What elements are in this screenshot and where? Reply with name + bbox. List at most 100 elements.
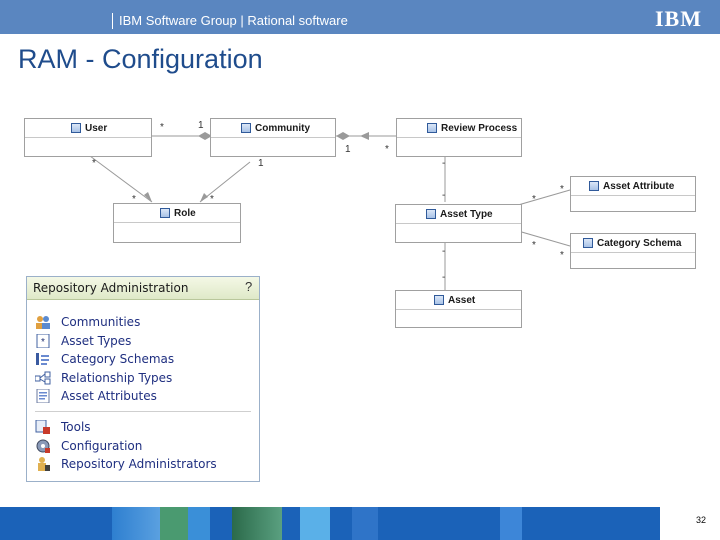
- footer-photo-tile: [500, 507, 522, 540]
- class-role-label: Role: [174, 207, 196, 219]
- multiplicity-label: *: [532, 194, 536, 205]
- class-role[interactable]: Role: [113, 203, 241, 243]
- footer-photo-tile: [160, 507, 188, 540]
- admin-link-label: Relationship Types: [61, 370, 173, 385]
- role-arrow-right: [200, 193, 208, 202]
- admin-link-asset-attributes[interactable]: Asset Attributes: [35, 387, 174, 406]
- page-title: RAM - Configuration: [18, 44, 263, 74]
- class-divider: [571, 252, 695, 253]
- class-divider: [25, 137, 151, 138]
- multiplicity-label: -: [442, 246, 446, 257]
- panel-divider: [35, 411, 251, 412]
- class-community[interactable]: Community: [210, 118, 336, 157]
- multiplicity-label: -: [442, 158, 446, 169]
- class-icon: [71, 123, 81, 133]
- footer-photo-tile: [300, 507, 330, 540]
- multiplicity-label: -: [442, 190, 446, 201]
- class-review-header: Review Process: [397, 119, 521, 137]
- admin-link-label: Asset Types: [61, 333, 132, 348]
- footer-photo-tile: [352, 507, 378, 540]
- class-asset-label: Asset: [448, 294, 476, 306]
- admin-link-asset-types[interactable]: * Asset Types: [35, 332, 174, 351]
- class-category-schema-label: Category Schema: [597, 237, 682, 249]
- class-icon: [427, 123, 437, 133]
- admin-link-category-schemas[interactable]: Category Schemas: [35, 350, 174, 369]
- user-role-link: [89, 155, 153, 203]
- multiplicity-label: *: [560, 184, 564, 195]
- multiplicity-label: *: [385, 144, 389, 155]
- configuration-icon: [36, 439, 50, 453]
- admin-link-tools[interactable]: Tools: [35, 418, 217, 437]
- multiplicity-label: *: [560, 250, 564, 261]
- user-community-diamond: [198, 132, 212, 140]
- class-asset-type-header: Asset Type: [396, 205, 521, 223]
- class-category-schema[interactable]: Category Schema: [570, 233, 696, 269]
- footer-photo-tile: [112, 507, 160, 540]
- class-icon: [434, 295, 444, 305]
- multiplicity-label: *: [160, 122, 164, 133]
- class-asset[interactable]: Asset: [395, 290, 522, 328]
- multiplicity-label: 1: [345, 144, 351, 155]
- multiplicity-label: *: [132, 194, 136, 205]
- class-category-schema-header: Category Schema: [571, 234, 695, 252]
- repository-administrators-icon: [38, 457, 50, 472]
- multiplicity-label: *: [92, 158, 96, 169]
- admin-link-label: Repository Administrators: [61, 457, 217, 472]
- review-arrowhead: [360, 132, 369, 140]
- multiplicity-label: *: [532, 240, 536, 251]
- class-asset-type-label: Asset Type: [440, 208, 493, 220]
- admin-link-relationship-types[interactable]: Relationship Types: [35, 369, 174, 388]
- admin-link-label: Asset Attributes: [61, 389, 157, 404]
- svg-text:*: *: [41, 337, 45, 348]
- panel-header: Repository Administration ?: [27, 277, 259, 300]
- uml-diagram: User Community Review Process Role Asset…: [0, 100, 720, 340]
- class-divider: [571, 195, 695, 196]
- class-user-label: User: [85, 122, 108, 134]
- class-asset-attribute[interactable]: Asset Attribute: [570, 176, 696, 212]
- class-community-label: Community: [255, 122, 310, 134]
- class-asset-type[interactable]: Asset Type: [395, 204, 522, 243]
- page-number: 32: [696, 515, 707, 525]
- panel-title: Repository Administration: [33, 281, 189, 295]
- class-user-header: User: [25, 119, 151, 137]
- class-icon: [426, 209, 436, 219]
- class-divider: [396, 309, 521, 310]
- class-divider: [396, 223, 521, 224]
- class-user[interactable]: User: [24, 118, 152, 157]
- class-review-process[interactable]: Review Process: [396, 118, 522, 157]
- class-icon: [241, 123, 251, 133]
- class-asset-attribute-label: Asset Attribute: [603, 180, 675, 192]
- help-button[interactable]: ?: [245, 279, 253, 294]
- header-group-text: IBM Software Group | Rational software: [119, 13, 348, 28]
- admin-link-label: Category Schemas: [61, 352, 175, 367]
- class-icon: [583, 238, 593, 248]
- communities-icon: [36, 316, 50, 330]
- footer-photo-tile: [232, 507, 282, 540]
- admin-link-label: Communities: [61, 315, 141, 330]
- class-icon: [160, 208, 170, 218]
- class-divider: [397, 137, 521, 138]
- repository-administration-panel: Repository Administration ? Communities …: [26, 276, 260, 482]
- footer-bar: [0, 507, 720, 540]
- relationship-types-icon: [35, 371, 51, 385]
- admin-link-configuration[interactable]: Configuration: [35, 437, 217, 456]
- ibm-logo: IBM: [655, 6, 702, 31]
- header-bar: IBM Software Group | Rational software I…: [0, 0, 720, 34]
- footer-photo-tile: [188, 507, 210, 540]
- asset-types-icon: *: [36, 333, 50, 348]
- class-asset-attribute-header: Asset Attribute: [571, 177, 695, 195]
- role-arrow-left: [144, 192, 152, 202]
- admin-link-label: Configuration: [61, 438, 143, 453]
- class-divider: [114, 222, 240, 223]
- category-schemas-icon: [36, 353, 49, 366]
- admin-link-repository-administrators[interactable]: Repository Administrators: [35, 455, 217, 474]
- class-divider: [211, 137, 335, 138]
- multiplicity-label: -: [442, 272, 446, 283]
- admin-link-communities[interactable]: Communities: [35, 313, 174, 332]
- tools-icon: [35, 420, 50, 435]
- admin-links-group-2: Tools Configuration Repository Administr…: [35, 418, 217, 474]
- header-separator: [112, 13, 113, 29]
- community-review-diamond: [336, 132, 350, 140]
- class-review-label: Review Process: [441, 122, 518, 134]
- admin-link-label: Tools: [61, 420, 91, 435]
